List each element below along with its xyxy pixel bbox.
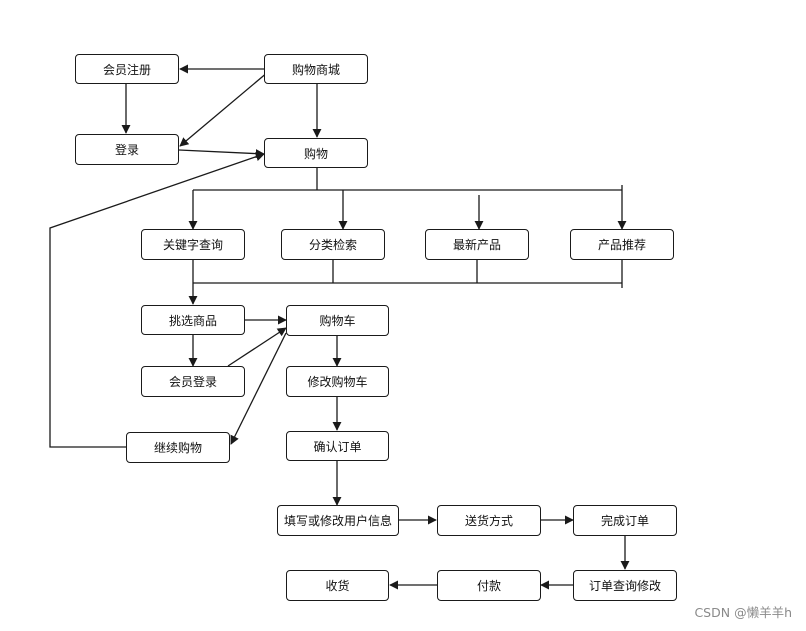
node-recommended: 产品推荐 — [570, 229, 674, 260]
node-member-login: 会员登录 — [141, 366, 245, 397]
node-member-register: 会员注册 — [75, 54, 179, 84]
node-new-products: 最新产品 — [425, 229, 529, 260]
node-delivery-method: 送货方式 — [437, 505, 541, 536]
node-complete-order: 完成订单 — [573, 505, 677, 536]
node-pick-goods: 挑选商品 — [141, 305, 245, 335]
node-continue-shopping: 继续购物 — [126, 432, 230, 463]
node-payment: 付款 — [437, 570, 541, 601]
node-confirm-order: 确认订单 — [286, 431, 389, 461]
node-fill-user-info: 填写或修改用户信息 — [277, 505, 399, 536]
edge-continue-to-shopping — [49, 152, 265, 448]
edge-cart-to-continue — [230, 332, 287, 445]
node-cart: 购物车 — [286, 305, 389, 336]
node-mall: 购物商城 — [264, 54, 368, 84]
node-order-query: 订单查询修改 — [573, 570, 677, 601]
node-login: 登录 — [75, 134, 179, 165]
node-category-search: 分类检索 — [281, 229, 385, 260]
watermark-text: CSDN @懒羊羊h — [694, 605, 792, 620]
edge-member-login-to-cart — [227, 327, 287, 367]
node-keyword-search: 关键字查询 — [141, 229, 245, 260]
edge-login-to-shopping — [178, 149, 265, 159]
node-modify-cart: 修改购物车 — [286, 366, 389, 397]
node-shopping: 购物 — [264, 138, 368, 168]
node-receive: 收货 — [286, 570, 389, 601]
edge-mall-to-login — [179, 71, 269, 147]
